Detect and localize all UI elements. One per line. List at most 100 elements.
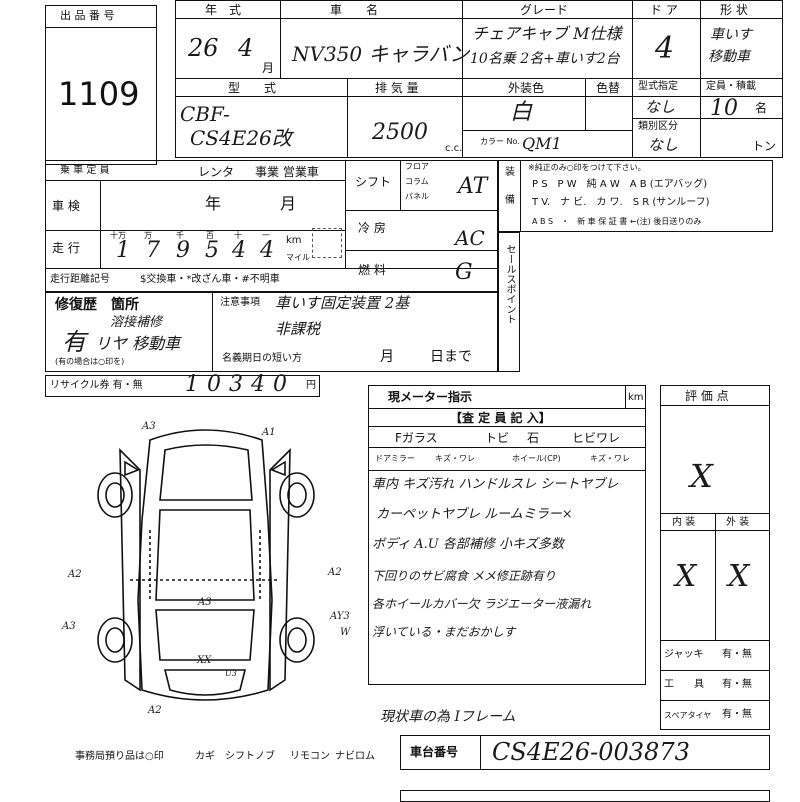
color-no-label: カラー No.	[480, 137, 520, 146]
repair-label: 修復歴 箇所	[55, 297, 139, 313]
repair-note-2: 溶接補修	[110, 315, 163, 330]
caution-value-1: 車いす固定装置 2基	[275, 294, 410, 312]
equipment-line-1: P S P W 純 A W A B (エアバッグ)	[532, 179, 708, 190]
mark-a3-top: A3	[142, 421, 156, 432]
inspection-label: 車 検	[52, 199, 80, 213]
caution-label: 注意事項	[220, 297, 260, 308]
mileage-digit-1: 1	[116, 238, 130, 263]
equipment-label-1: 装	[505, 167, 515, 178]
cc-unit: c.c.	[445, 143, 463, 154]
note-line-6: 浮いている・まだおかしす	[372, 625, 516, 639]
hibiware-label: ヒビワレ	[572, 431, 621, 445]
lot-number-box	[45, 5, 157, 165]
chassis-label: 車台番号	[410, 745, 459, 759]
navi-rom-label: ナビロム	[335, 751, 375, 762]
interior-label: 内 装	[672, 517, 696, 528]
shift-label: シフト	[355, 175, 392, 189]
month-unit: 月	[262, 61, 275, 75]
grade-value-2: 10名乗 2名+車いす2台	[470, 51, 620, 67]
remote-label: リモコン	[290, 751, 330, 762]
car-name-label: 車 名	[330, 3, 379, 17]
displacement-value: 2500	[372, 120, 428, 145]
equipment-note: ※純正のみ○印をつけて下さい。	[528, 163, 646, 172]
lot-number-label: 出 品 番 号	[60, 9, 115, 22]
jack-label: ジャッキ	[664, 649, 704, 660]
category-label: 類別区分	[638, 121, 678, 132]
mileage-note-label: 走行距離記号	[50, 274, 110, 285]
wheel-label: ホイール(CP)	[512, 454, 561, 463]
jack-yesno: 有・無	[722, 649, 752, 660]
shift-value: AT	[458, 174, 488, 199]
recycle-value: 10340	[185, 372, 295, 397]
equipment-line-2: T V. ナ ビ. カ ワ. S R (サンルーフ)	[532, 197, 710, 208]
spare-label: スペアタイヤ	[664, 711, 712, 720]
shift-option-panel: パネル	[405, 192, 429, 201]
tobi-label: トビ	[485, 431, 510, 445]
capacity-value: 10	[710, 96, 738, 121]
color-no-value: QM1	[522, 134, 562, 153]
deadline-label: 名義期日の短い方	[222, 353, 302, 364]
model-label: 型 式	[228, 81, 277, 95]
grade-label: グレード	[520, 3, 569, 17]
note-line-4: 下回りのサビ腐食 メメ修正跡有り	[372, 569, 556, 583]
mileage-digit-2: 7	[146, 238, 160, 263]
passenger-capacity-label: 乗 車 定 員	[60, 165, 110, 176]
note-line-7: 現状車の為 Iフレーム	[380, 709, 516, 725]
key-label: カギ	[195, 751, 215, 762]
chassis-value: CS4E26-003873	[492, 738, 690, 766]
tools-label: 工 具	[664, 679, 704, 690]
mile-unit: マイル	[286, 253, 310, 262]
exterior-color-label: 外装色	[508, 81, 545, 95]
repair-value-paren: (有の場合は○印を)	[55, 357, 125, 366]
deadline-day: 日まで	[430, 349, 472, 365]
fuel-value: G	[455, 260, 473, 285]
mirror-options: キズ・ワレ	[435, 454, 475, 463]
shift-option-column: コラム	[405, 177, 429, 186]
mark-u3: U3	[225, 669, 237, 678]
mark-ay3-right: AY3	[330, 611, 350, 622]
month-value: 4	[238, 34, 254, 62]
meter-unit: km	[628, 392, 644, 403]
recycle-label: リサイクル券 有・無	[50, 380, 143, 391]
mark-a1-top: A1	[262, 427, 276, 438]
front-glass-label: Fガラス	[395, 431, 438, 445]
note-line-5: 各ホイールカバー欠 ラジエーター液漏れ	[372, 597, 592, 611]
grade-value-1: チェアキャブ M仕様	[472, 24, 622, 43]
digit-unit-3: 千	[176, 231, 184, 240]
category-value: なし	[648, 136, 679, 154]
grade-box	[660, 385, 770, 730]
mileage-note-legend: $交換車・*改ざん車・#不明車	[140, 274, 280, 285]
mileage-box	[312, 228, 342, 258]
office-note: 事務局預り品は○印	[75, 751, 164, 762]
model-designation-label: 型式指定	[638, 81, 678, 92]
deadline-month: 月	[380, 349, 394, 365]
exterior-value: X	[728, 559, 750, 594]
mark-w: W	[340, 627, 351, 638]
load-unit: トン	[752, 139, 777, 153]
door-label: ド ア	[650, 3, 678, 17]
inspection-year-label: 年	[205, 194, 222, 213]
mark-a2-right: A2	[328, 567, 342, 578]
displacement-label: 排 気 量	[375, 81, 419, 95]
digit-unit-1: 十万	[110, 231, 126, 240]
shift-knob-label: シフトノブ	[225, 751, 275, 762]
digit-unit-6: 一	[262, 231, 270, 240]
mark-xx: XX	[197, 655, 212, 666]
repair-value: 有	[62, 328, 86, 356]
vehicle-header-box	[175, 0, 783, 158]
capacity-unit: 名	[755, 101, 768, 115]
km-unit: km	[286, 235, 302, 246]
grade-value: X	[690, 457, 713, 495]
recycle-unit: 円	[306, 380, 316, 391]
digit-unit-4: 百	[206, 231, 214, 240]
cooling-label: 冷 房	[358, 221, 386, 235]
business-label: 事業 営業車	[255, 165, 319, 179]
mark-a3-center: A3	[198, 597, 212, 608]
bottom-strip	[400, 790, 770, 802]
equipment-box	[498, 160, 773, 232]
equipment-label-2: 備	[505, 195, 515, 206]
sales-point-box	[498, 232, 520, 372]
repair-note-1: リヤ 移動車	[95, 334, 181, 353]
chassis-box	[400, 735, 770, 770]
recycle-box	[45, 375, 320, 397]
